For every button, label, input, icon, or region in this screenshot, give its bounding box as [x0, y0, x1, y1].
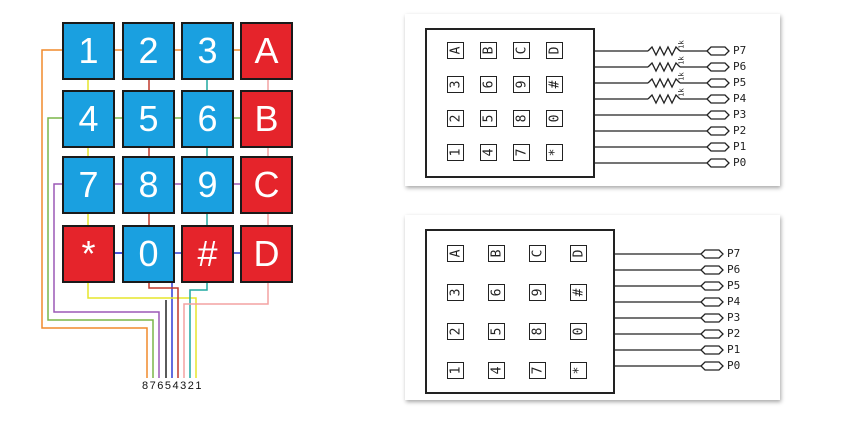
schematic-key: * — [546, 144, 563, 161]
pin-label: P5 — [727, 279, 741, 292]
schematic-key: D — [570, 245, 587, 262]
schematic-key: 2 — [447, 110, 464, 127]
keypad-key[interactable]: 1 — [62, 22, 115, 80]
pin-label: P7 — [727, 247, 741, 260]
schematic-key: 8 — [529, 323, 546, 340]
schematic-key: 4 — [488, 362, 505, 379]
schematic-key: * — [570, 362, 587, 379]
keypad-frame — [425, 28, 595, 178]
keypad-key[interactable]: 2 — [122, 22, 175, 80]
schematic-key: 7 — [513, 144, 530, 161]
schematic-key: 0 — [546, 110, 563, 127]
pin-label: P3 — [727, 311, 741, 324]
schematic-key: 1 — [447, 362, 464, 379]
resistor-label: 1k — [677, 56, 686, 65]
schematic-key: 5 — [480, 110, 497, 127]
pin-label: P1 — [733, 140, 747, 153]
schematic-key: 9 — [513, 76, 530, 93]
pin-label: P0 — [733, 156, 747, 169]
keypad-key[interactable]: 9 — [181, 156, 234, 214]
keypad-key[interactable]: # — [181, 225, 234, 283]
schematic-key: 8 — [513, 110, 530, 127]
bundle-wires — [41, 49, 269, 378]
schematic-wires — [595, 45, 730, 168]
pin-label: P0 — [727, 359, 741, 372]
schematic-key: 1 — [447, 144, 464, 161]
schematic-key: 9 — [529, 284, 546, 301]
keypad-key[interactable]: C — [240, 156, 293, 214]
resistor-label: 1k — [677, 40, 686, 49]
keypad-key[interactable]: 8 — [122, 156, 175, 214]
schematic-key: 2 — [447, 323, 464, 340]
pin-label: P6 — [727, 263, 741, 276]
pin-label: P7 — [733, 44, 747, 57]
schematic-key: # — [570, 284, 587, 301]
pin-label: P6 — [733, 60, 747, 73]
schematic-key: 7 — [529, 362, 546, 379]
schematic-key: 0 — [570, 323, 587, 340]
keypad-key[interactable]: 3 — [181, 22, 234, 80]
keypad-key[interactable]: B — [240, 90, 293, 148]
schematic-key: C — [529, 245, 546, 262]
pin-label: P5 — [733, 76, 747, 89]
keypad-key[interactable]: * — [62, 225, 115, 283]
pin-label: P2 — [733, 124, 747, 137]
schematic-key: 3 — [447, 76, 464, 93]
schematic-key: B — [480, 42, 497, 59]
keypad-key[interactable]: 6 — [181, 90, 234, 148]
pin-label: P4 — [727, 295, 741, 308]
schematic-key: 6 — [488, 284, 505, 301]
pin-label: P3 — [733, 108, 747, 121]
schematic-key: C — [513, 42, 530, 59]
schematic-key: D — [546, 42, 563, 59]
schematic-wires — [615, 249, 724, 371]
schematic-key: 6 — [480, 76, 497, 93]
pin-label: P2 — [727, 327, 741, 340]
schematic-key: 4 — [480, 144, 497, 161]
keypad-key[interactable]: A — [240, 22, 293, 80]
schematic-key: # — [546, 76, 563, 93]
keypad-key[interactable]: 7 — [62, 156, 115, 214]
pin-label: P4 — [733, 92, 747, 105]
keypad-key[interactable]: 5 — [122, 90, 175, 148]
row-wires — [87, 49, 269, 254]
keypad-key[interactable]: 4 — [62, 90, 115, 148]
resistor-label: 1k — [677, 88, 686, 97]
keypad-key[interactable]: D — [240, 225, 293, 283]
pin-label: P1 — [727, 343, 741, 356]
schematic-key: A — [447, 245, 464, 262]
keypad-key[interactable]: 0 — [122, 225, 175, 283]
schematic-key: B — [488, 245, 505, 262]
pin-numbers: 87654321 — [142, 380, 203, 392]
schematic-key: 5 — [488, 323, 505, 340]
keypad-frame — [425, 229, 615, 394]
schematic-key: 3 — [447, 284, 464, 301]
resistor-label: 1k — [677, 72, 686, 81]
schematic-key: A — [447, 42, 464, 59]
